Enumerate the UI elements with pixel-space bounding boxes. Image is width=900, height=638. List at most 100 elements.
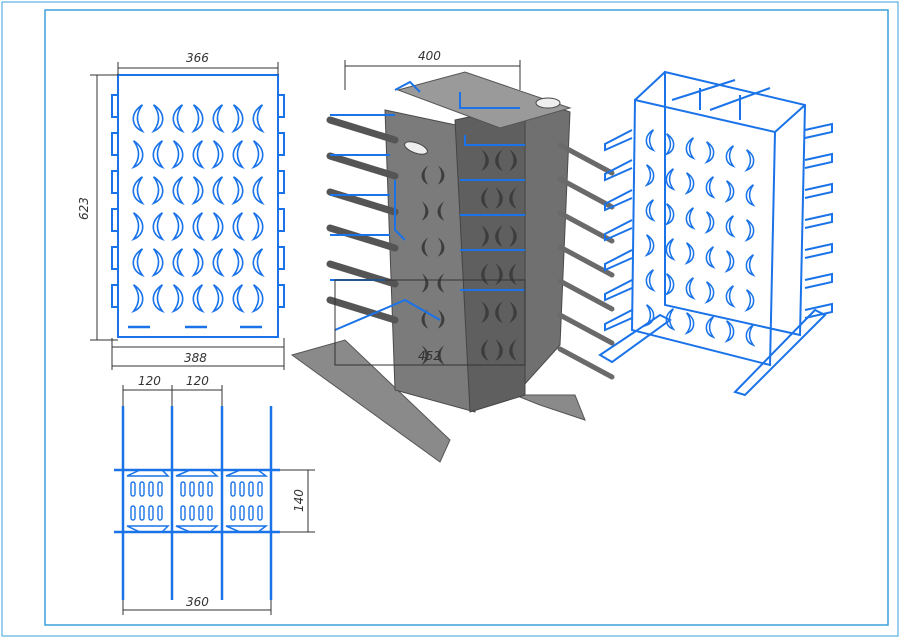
top-slot	[189, 481, 195, 497]
front-cutout	[192, 212, 205, 242]
iso-rod-right	[557, 244, 615, 278]
front-cutout	[211, 284, 224, 314]
wire-cutout	[645, 129, 656, 152]
iso-cutout	[509, 225, 517, 247]
top-slot	[189, 505, 195, 521]
iso-top-divider	[396, 71, 572, 129]
iso-cutout	[481, 187, 489, 209]
iso-rod-left	[326, 116, 399, 144]
iso-handle-hole-front	[404, 141, 428, 155]
wire-slot-left	[604, 249, 633, 272]
front-cutout	[232, 212, 245, 242]
front-cutout	[151, 104, 164, 134]
iso-cutout	[495, 263, 503, 285]
front-tab-right	[277, 208, 285, 232]
front-tab-right	[277, 284, 285, 308]
iso-rod-left	[326, 296, 399, 324]
top-slot	[207, 481, 213, 497]
top-slot	[180, 505, 186, 521]
wire-cutout	[684, 242, 695, 265]
front-cutout	[252, 248, 265, 278]
front-cutout	[191, 104, 204, 134]
iso-blue-overlay	[330, 80, 525, 331]
isometric-render: 400 452	[290, 49, 615, 463]
front-cutout	[132, 248, 145, 278]
front-cutout	[151, 176, 164, 206]
wire-cutout	[745, 324, 756, 347]
front-cutout	[131, 140, 144, 170]
iso-cutout	[437, 345, 445, 365]
front-cutout	[191, 248, 204, 278]
top-slot	[148, 505, 154, 521]
front-cutout	[231, 248, 244, 278]
wire-slot-left	[604, 159, 633, 182]
wire-slots-left	[604, 129, 633, 332]
wire-cutout	[744, 289, 755, 312]
iso-rod-left	[326, 152, 399, 180]
wire-cutout	[664, 203, 675, 226]
wire-cutout	[724, 180, 735, 203]
wire-cutout	[745, 254, 756, 277]
dim-top-depth: 140	[292, 489, 306, 512]
top-slot	[239, 505, 245, 521]
wire-cutout	[705, 246, 716, 269]
dim-iso-base: 452	[418, 349, 441, 363]
front-cutout	[192, 284, 205, 314]
iso-rod-right	[557, 278, 615, 312]
iso-base-right	[514, 394, 586, 421]
iso-cutout	[437, 309, 445, 329]
front-cutout	[251, 212, 264, 242]
wire-cutout	[704, 141, 715, 164]
wire-cutout	[665, 238, 676, 261]
iso-cutout	[495, 225, 503, 247]
front-cutout	[132, 104, 145, 134]
wire-cutout	[644, 304, 655, 327]
front-tab-left	[111, 170, 119, 194]
wire-cutout	[744, 219, 755, 242]
wire-cutout	[705, 316, 716, 339]
dim-front-height: 623	[77, 197, 91, 220]
front-cutout	[152, 212, 165, 242]
iso-rod-right	[557, 312, 615, 346]
iso-base-left	[290, 339, 451, 463]
wire-cutout	[685, 207, 696, 230]
front-tab-left	[111, 284, 119, 308]
wire-cutout	[685, 277, 696, 300]
wire-cutout	[725, 215, 736, 238]
front-tab-right	[277, 132, 285, 156]
iso-rod-right	[557, 142, 615, 176]
top-view: 120 120 140 360	[114, 374, 315, 615]
front-cutout	[212, 104, 225, 134]
iso-cutout	[421, 273, 429, 293]
iso-skewer-rods-right	[557, 142, 615, 380]
top-dimension-lines	[122, 385, 315, 615]
dim-top-seg-1: 120	[138, 374, 161, 388]
wire-slot-right	[804, 242, 833, 259]
wire-cutout	[644, 164, 655, 187]
wire-cutout	[665, 308, 676, 331]
iso-cutout	[437, 237, 445, 257]
iso-rod-right	[557, 346, 615, 380]
top-slot	[239, 481, 245, 497]
dim-front-width-top: 366	[186, 51, 209, 65]
wire-cutouts	[644, 129, 756, 347]
wire-cutout	[684, 172, 695, 195]
wire-base-right	[733, 308, 827, 397]
wire-slot-left	[604, 309, 633, 332]
front-tab-left	[111, 132, 119, 156]
iso-rod-right	[557, 210, 615, 244]
wire-slots-right	[804, 122, 833, 319]
front-cutout	[251, 284, 264, 314]
top-view-panels	[114, 406, 280, 600]
front-cutout	[152, 284, 165, 314]
wire-back-panel	[664, 70, 807, 337]
top-slot	[157, 481, 163, 497]
wire-cutout	[664, 273, 675, 296]
dim-iso-top: 400	[418, 49, 441, 63]
iso-cutout	[421, 309, 429, 329]
wire-cutout	[725, 145, 736, 168]
front-cutout	[231, 104, 244, 134]
front-tab-right	[277, 246, 285, 270]
front-cutouts	[131, 104, 265, 314]
top-slot	[257, 505, 263, 521]
